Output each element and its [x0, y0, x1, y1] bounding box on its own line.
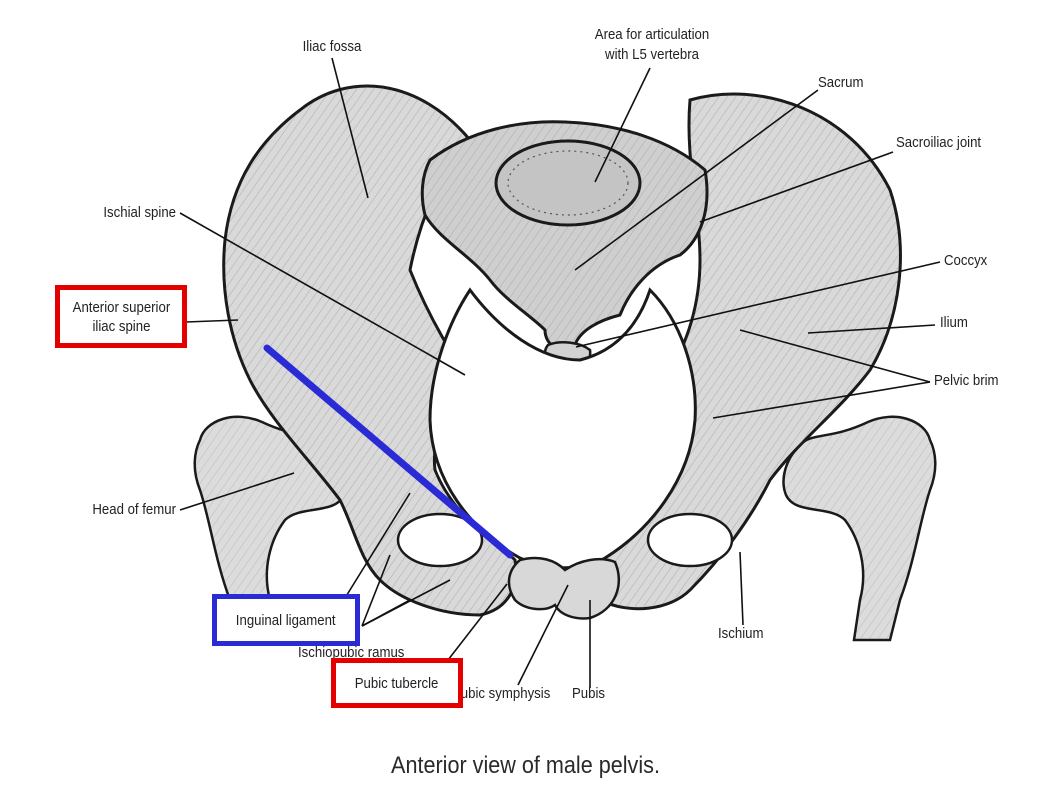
- label-ischiopubic-ramus: Ischiopubic ramus: [298, 644, 405, 661]
- label-ilium: Ilium: [940, 314, 968, 331]
- label-ischium: Ischium: [718, 625, 764, 642]
- leader-iliac-fossa: [331, 57, 369, 199]
- leader-ischiopubic-3: [361, 579, 451, 627]
- leader-ilium: [807, 324, 936, 334]
- pelvic-inlet: [428, 287, 697, 570]
- inguinal-ligament-label: Inguinal ligament: [236, 611, 336, 629]
- label-pubis: Pubis: [572, 685, 606, 702]
- leader-coccyx: [575, 261, 941, 348]
- l5-articular-inner: [507, 150, 629, 216]
- leader-asis: [185, 319, 239, 323]
- leader-pelvic-brim-2: [712, 381, 931, 419]
- inguinal-ligament-line: [263, 344, 514, 559]
- leader-area-l5: [594, 67, 651, 183]
- right-obturator-foramen: [646, 512, 734, 568]
- label-sacrum: Sacrum: [818, 74, 864, 91]
- label-iliac-fossa: Iliac fossa: [302, 38, 362, 55]
- pubic-tubercle-label: Pubic tubercle: [355, 674, 439, 692]
- l5-articular-surface: [494, 139, 642, 227]
- leader-ischial-spine: [179, 212, 466, 376]
- label-area-l5-line1: Area for articulation: [594, 26, 710, 43]
- leader-ischiopubic-1: [361, 554, 391, 627]
- leader-pelvic-brim-1: [739, 329, 931, 383]
- leader-lines: [179, 57, 941, 688]
- leader-sacrum: [574, 89, 819, 271]
- right-femur: [782, 415, 937, 642]
- left-femur: [193, 415, 348, 642]
- leader-inguinal: [344, 492, 411, 599]
- label-sacroiliac-joint: Sacroiliac joint: [896, 134, 982, 151]
- leader-sacroiliac: [699, 151, 894, 223]
- figure-caption: Anterior view of male pelvis.: [391, 752, 660, 779]
- label-area-l5-line2: with L5 vertebra: [605, 46, 699, 63]
- leader-pubic-symphysis: [517, 584, 569, 686]
- label-pelvic-brim: Pelvic brim: [934, 372, 999, 389]
- label-pubic-symphysis: Pubic symphysis: [452, 685, 551, 702]
- asis-label-line1: Anterior superior: [72, 298, 170, 316]
- pubic-tubercle-highlight-box: Pubic tubercle: [331, 658, 463, 708]
- asis-label-line2: iliac spine: [92, 317, 150, 335]
- leader-head-of-femur: [179, 472, 295, 511]
- leader-pubic-tubercle: [447, 583, 508, 661]
- asis-highlight-box: Anterior superior iliac spine: [55, 285, 187, 348]
- leader-ischium: [739, 551, 744, 626]
- inguinal-ligament-highlight-box: Inguinal ligament: [212, 594, 360, 646]
- asis-label: Anterior superior iliac spine: [72, 298, 170, 336]
- label-coccyx: Coccyx: [944, 252, 988, 269]
- left-obturator-foramen: [396, 512, 484, 568]
- label-head-of-femur: Head of femur: [92, 501, 176, 518]
- label-ischial-spine: Ischial spine: [103, 204, 176, 221]
